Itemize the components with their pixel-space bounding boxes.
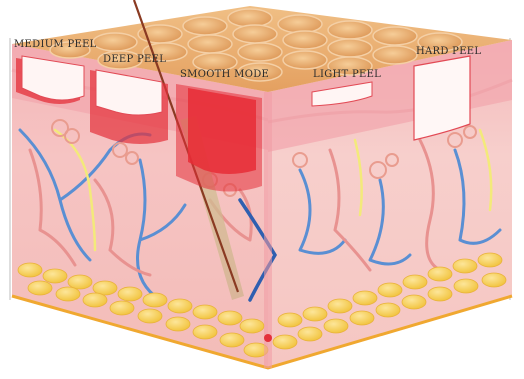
- corner-edge: [264, 92, 272, 368]
- peel-hard: [414, 56, 470, 140]
- label-medium-peel: MEDIUM PEEL: [14, 39, 97, 50]
- peel-smooth: [176, 84, 262, 192]
- label-deep-peel: DEEP PEEL: [103, 54, 166, 65]
- label-hard-peel: HARD PEEL: [416, 46, 481, 57]
- right-face: [268, 40, 512, 368]
- label-smooth-mode: SMOOTH MODE: [180, 69, 269, 80]
- peel-deep: [90, 70, 168, 144]
- label-light-peel: LIGHT PEEL: [313, 69, 381, 80]
- corner-dot: [264, 334, 272, 342]
